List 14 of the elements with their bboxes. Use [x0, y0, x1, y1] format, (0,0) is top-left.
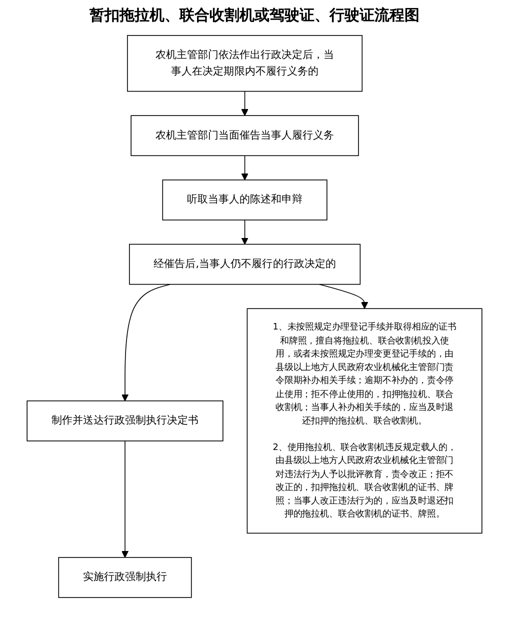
node-box: 1、未按照规定办理登记手续并取得相应的证书和牌照，擅自将拖拉机、联合收割机投入使用，或者未按照规定办理变更登记手续的，由县级以上地方人民政府农业机械化主管部门责令限期补办相关手续；逾期不补办的，责令停止使用；拒不停止使用的，扣押拖拉机、联合收割机；当事人补办相关手续的，应当及时退还扣押的拖拉机、联合收割机。 2、使用拖拉机、联合收割机违反规定载人的，由县级以上地方人民政府农业机械化主管部门对违法行为人予以批评教育，责令改正；拒不改正的，扣押拖拉机、联合收割机的证书、牌照；当事人改正违法行为的，应当及时退还扣押的拖拉机、联合收割机的证书、牌照。	[246, 308, 482, 534]
arrow	[121, 440, 129, 558]
arrow	[241, 220, 248, 245]
diagram-title: 暂扣拖拉机、联合收割机或驾驶证、行驶证流程图	[88, 6, 420, 25]
arrow	[241, 90, 248, 116]
node-box: 经催告后,当事人仍不履行的行政决定的	[129, 244, 361, 285]
arrow	[121, 284, 171, 402]
node-box: 制作并送达行政强制执行决定书	[26, 400, 224, 442]
node-box: 农机主管部门依法作出行政决定后，当事人在决定期限内不履行义务的	[127, 35, 363, 92]
arrow	[318, 284, 368, 309]
arrow	[241, 155, 248, 180]
node-box: 听取当事人的陈述和申辩	[162, 180, 328, 220]
node-box: 实施行政强制执行	[58, 557, 192, 598]
node-box: 农机主管部门当面催告当事人履行义务	[130, 115, 359, 156]
